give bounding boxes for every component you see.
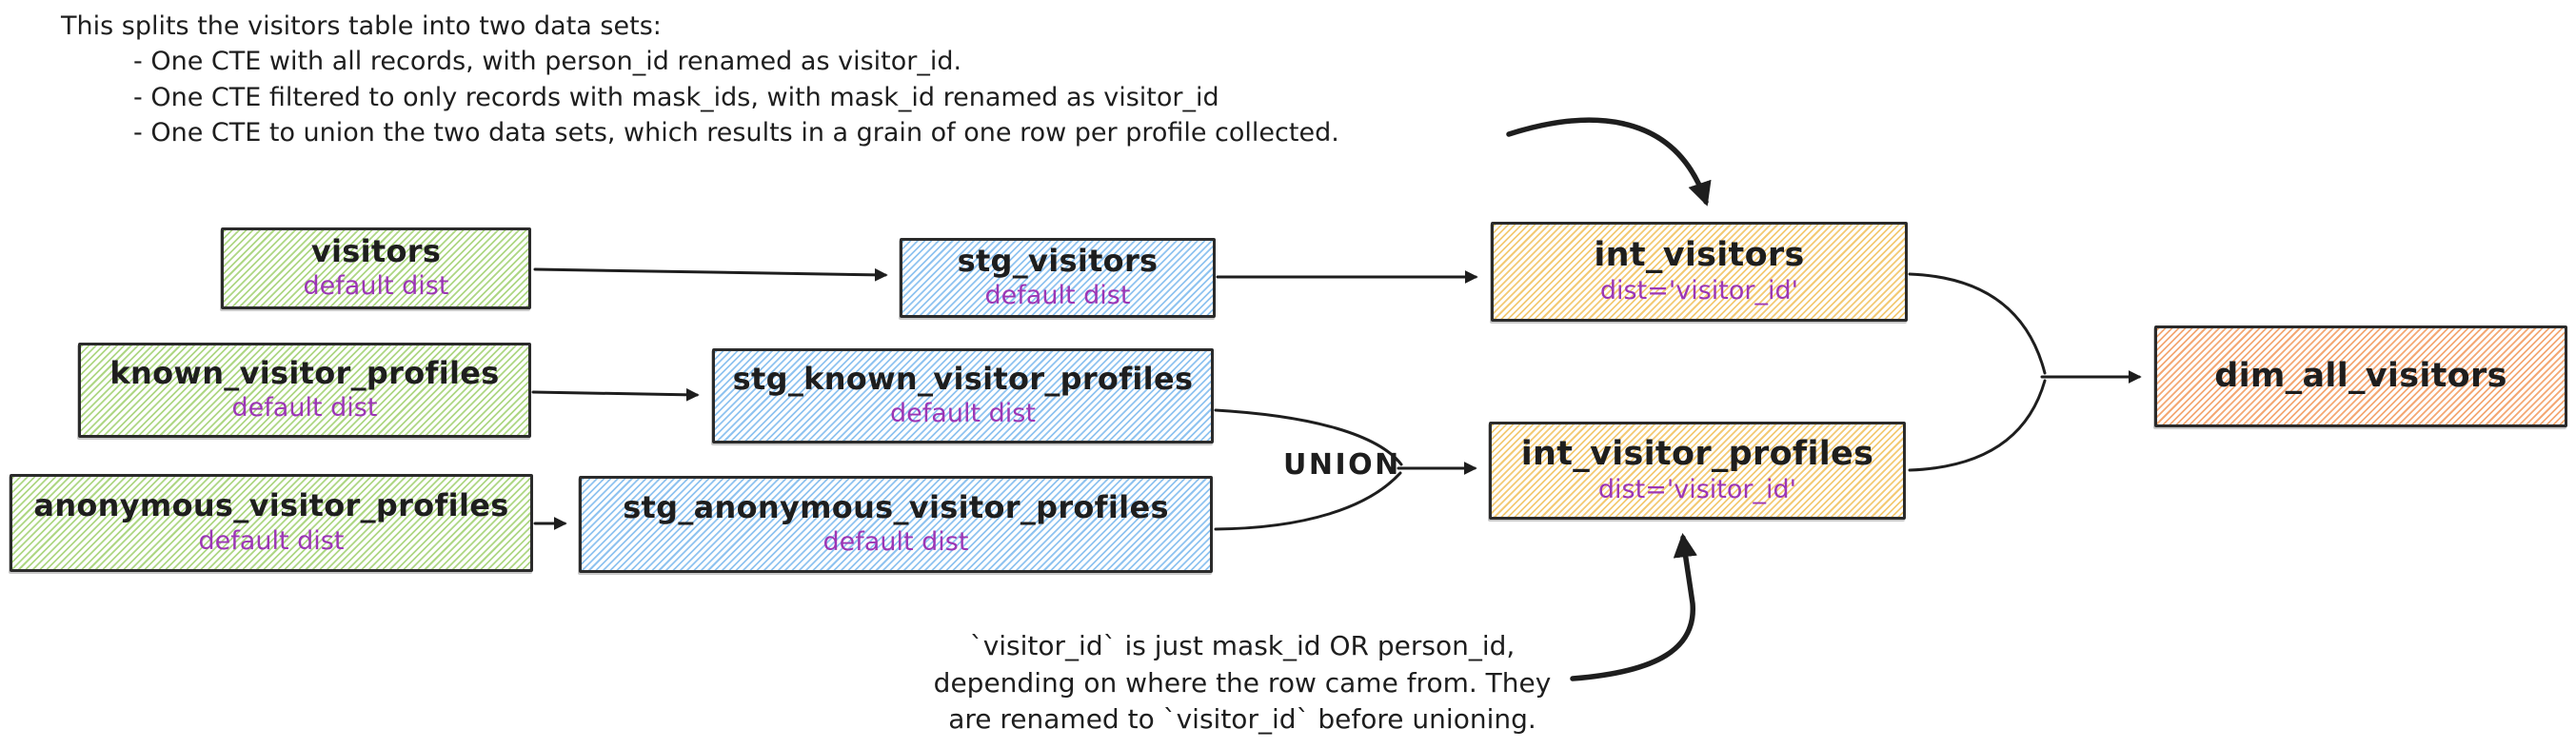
node-stg-known-visitor-profiles-subtitle: default dist	[890, 399, 1036, 429]
top-note-intro: This splits the visitors table into two …	[61, 11, 662, 41]
node-stg-anonymous-visitor-profiles-subtitle: default dist	[822, 527, 969, 558]
node-visitors-title: visitors	[310, 232, 442, 269]
bottom-note-line-1: `visitor_id` is just mask_id OR person_i…	[969, 630, 1516, 661]
node-dim-all-visitors[interactable]: dim_all_visitors	[2154, 325, 2567, 427]
arrow-bottom-note-to-int-visitor-profiles	[1570, 532, 1697, 681]
node-known-visitor-profiles[interactable]: known_visitor_profiles default dist	[78, 343, 531, 438]
curve-int-visitors-to-join	[1908, 272, 2047, 375]
curve-int-visitor-profiles-to-join	[1908, 379, 2047, 472]
union-label: UNION	[1283, 448, 1401, 482]
bottom-note-line-3: are renamed to `visitor_id` before union…	[948, 703, 1536, 735]
node-int-visitor-profiles-title: int_visitor_profiles	[1520, 434, 1874, 473]
bottom-note-line-2: depending on where the row came from. Th…	[933, 666, 1552, 699]
node-known-visitor-profiles-subtitle: default dist	[231, 393, 378, 424]
node-anonymous-visitor-profiles-title: anonymous_visitor_profiles	[33, 487, 509, 524]
node-stg-known-visitor-profiles[interactable]: stg_known_visitor_profiles default dist	[712, 348, 1214, 443]
node-stg-anonymous-visitor-profiles-title: stg_anonymous_visitor_profiles	[623, 488, 1169, 525]
node-int-visitor-profiles-subtitle: dist='visitor_id'	[1597, 475, 1797, 505]
bottom-note: `visitor_id` is just mask_id OR person_i…	[902, 628, 1582, 739]
node-anonymous-visitor-profiles[interactable]: anonymous_visitor_profiles default dist	[10, 474, 533, 572]
node-stg-known-visitor-profiles-title: stg_known_visitor_profiles	[732, 360, 1194, 397]
arrow-top-note-to-int-visitors	[1506, 117, 1712, 207]
node-visitors[interactable]: visitors default dist	[221, 227, 531, 309]
node-stg-visitors-subtitle: default dist	[984, 281, 1131, 311]
node-int-visitors-subtitle: dist='visitor_id'	[1599, 276, 1799, 306]
node-int-visitors[interactable]: int_visitors dist='visitor_id'	[1491, 222, 1908, 322]
node-visitors-subtitle: default dist	[303, 271, 449, 302]
top-note-bullet-1: - One CTE with all records, with person_…	[133, 47, 962, 76]
node-int-visitors-title: int_visitors	[1594, 235, 1805, 274]
top-note-bullet-3: - One CTE to union the two data sets, wh…	[133, 118, 1339, 148]
node-anonymous-visitor-profiles-subtitle: default dist	[198, 525, 345, 556]
node-stg-anonymous-visitor-profiles[interactable]: stg_anonymous_visitor_profiles default d…	[579, 476, 1213, 573]
node-dim-all-visitors-title: dim_all_visitors	[2214, 357, 2507, 396]
top-note-bullet-2: - One CTE filtered to only records with …	[133, 83, 1219, 112]
node-stg-visitors[interactable]: stg_visitors default dist	[900, 238, 1216, 318]
node-known-visitor-profiles-title: known_visitor_profiles	[109, 354, 500, 391]
node-int-visitor-profiles[interactable]: int_visitor_profiles dist='visitor_id'	[1489, 422, 1906, 520]
node-stg-visitors-title: stg_visitors	[957, 242, 1159, 279]
arrow-known-to-stg-known	[531, 387, 700, 402]
arrow-visitors-to-stg-visitors	[533, 267, 888, 282]
